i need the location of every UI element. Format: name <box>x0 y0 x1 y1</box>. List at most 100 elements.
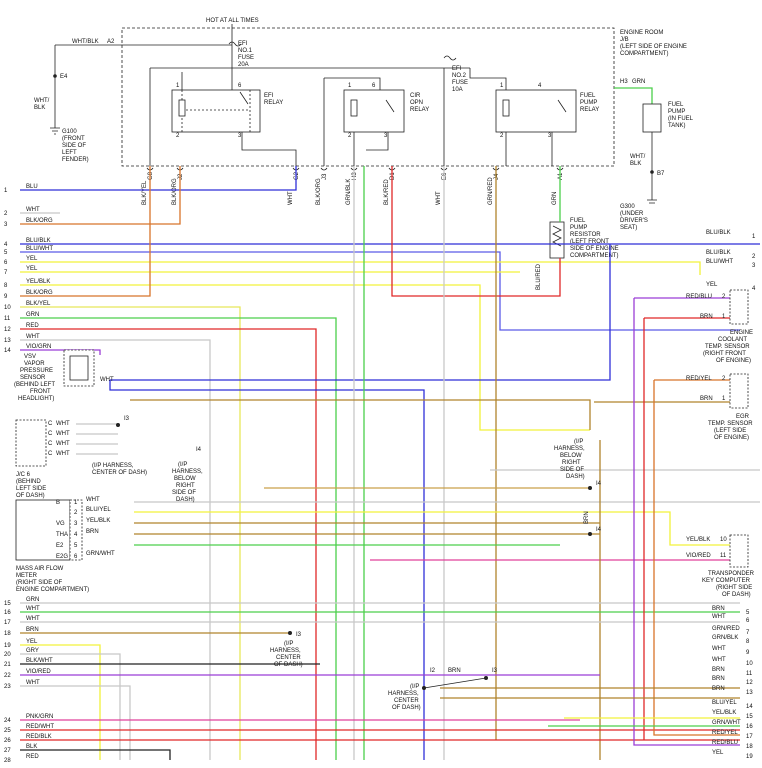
svg-text:PRESSURE: PRESSURE <box>20 368 53 374</box>
right-row-wire-label: BLU/YEL <box>712 700 737 706</box>
svg-text:(BEHIND: (BEHIND <box>16 479 41 485</box>
h3-label: H3 <box>620 79 628 85</box>
svg-text:BRN: BRN <box>700 314 713 320</box>
svg-text:(UNDER: (UNDER <box>620 211 644 217</box>
fuel-pump-wire <box>614 87 653 104</box>
left-row-wire-label: GRN <box>26 597 39 603</box>
connector-pin-icon <box>320 167 328 171</box>
right-row-wire-label: BRN <box>712 606 725 612</box>
svg-text:TANK): TANK) <box>668 123 686 129</box>
svg-text:2: 2 <box>722 376 726 382</box>
cir-relay-coil-icon <box>350 99 358 117</box>
left-row-wire-label: WHT <box>26 616 40 622</box>
svg-text:(IN FUEL: (IN FUEL <box>668 116 694 122</box>
wht-blk-label: WHT/BLK <box>72 39 99 45</box>
harness-right-label: (I/P HARNESS, BELOW RIGHT SIDE OF DASH) <box>172 462 203 503</box>
connector-h3: H3 <box>352 172 358 180</box>
jc6-pin: C <box>48 441 53 447</box>
right-row-wire-label: RED/BLU <box>712 740 738 746</box>
left-row-number: 20 <box>4 652 11 658</box>
left-row-wire-label: BLU/WHT <box>26 246 53 252</box>
left-row-number: 9 <box>4 294 8 300</box>
harness-center3-label: (I/P HARNESS, CENTER OF DASH) <box>388 684 421 711</box>
svg-text:ENGINE: ENGINE <box>730 330 753 336</box>
svg-text:EGR: EGR <box>736 414 750 420</box>
jc6-pin: C <box>48 451 53 457</box>
vsv-sensor-icon <box>69 355 89 381</box>
junction-block-frame <box>121 27 615 167</box>
right-row-wire-label: WHT <box>712 646 726 652</box>
efi2-fuse-label: EFI NO.2 FUSE 10A <box>452 66 468 93</box>
left-row-wire-label: VIO/RED <box>26 669 51 675</box>
right-row-number: 4 <box>752 286 756 292</box>
svg-text:(I/P: (I/P <box>574 439 583 445</box>
left-row-wire-label: BLK/YEL <box>26 301 51 307</box>
left-wire-rows: 1BLU2WHT3BLK/ORG4BLU/BLK5BLU/WHT6YEL7YEL… <box>4 184 53 354</box>
i4-label: I4 <box>196 447 202 453</box>
wire-blk-org-3 <box>20 166 181 225</box>
maf-wire-label: WHT <box>86 497 100 503</box>
svg-text:DASH): DASH) <box>176 497 195 503</box>
jb-connector-labels: G8BLK/YELJ2BLK/ORGG2WHTJ3BLK/ORGH3GRN/BL… <box>142 167 564 205</box>
maf-pin-number: 6 <box>74 554 78 560</box>
cir-relay-wires <box>323 77 389 166</box>
right-row-wire-label: WHT <box>712 614 726 620</box>
svg-text:11: 11 <box>720 553 727 559</box>
right-row-number: 12 <box>746 680 753 686</box>
svg-text:NO.2: NO.2 <box>452 73 467 79</box>
svg-text:(BEHIND LEFT: (BEHIND LEFT <box>14 382 55 388</box>
left-row-number: 8 <box>4 283 8 289</box>
svg-text:OF DASH): OF DASH) <box>722 592 751 598</box>
svg-text:VIO/RED: VIO/RED <box>686 553 711 559</box>
right-row-wire-label: WHT <box>712 657 726 663</box>
left-row-wire-label: RED <box>26 754 39 760</box>
connector-wire-label: WHT <box>288 191 294 205</box>
right-row-number: 18 <box>746 744 753 750</box>
g100-label: G100 (FRONT SIDE OF LEFT FENDER) <box>62 129 89 163</box>
g100-ground-icon <box>50 127 60 135</box>
svg-text:BLK: BLK <box>34 105 45 111</box>
svg-text:PUMP: PUMP <box>668 109 685 115</box>
cir-relay-label: CIR <box>410 93 421 99</box>
left-row-number: 23 <box>4 684 11 690</box>
svg-text:FRONT: FRONT <box>30 389 51 395</box>
right-row-number: 13 <box>746 690 753 696</box>
right-row-number: 15 <box>746 714 753 720</box>
left-row-number: 28 <box>4 758 11 764</box>
jc6-wire-label: WHT <box>56 431 70 437</box>
svg-text:2: 2 <box>500 133 504 139</box>
svg-text:DRIVER'S: DRIVER'S <box>620 218 648 224</box>
maf-pin-number: 3 <box>74 521 78 527</box>
right-row-number: 17 <box>746 734 753 740</box>
svg-text:COOLANT: COOLANT <box>718 337 747 343</box>
jc6-wire-label: WHT <box>56 441 70 447</box>
right-row-wire-label: GRN/RED <box>712 626 740 632</box>
svg-text:6: 6 <box>238 83 242 89</box>
connector-wire-label: GRN <box>552 192 558 205</box>
connector-j3: J3 <box>322 173 328 180</box>
i3-label: I3 <box>124 416 130 422</box>
e4-label: E4 <box>60 74 68 80</box>
jc6-box <box>15 419 47 467</box>
svg-text:SIDE OF: SIDE OF <box>172 490 196 496</box>
right-row-wire-label: BLU/BLK <box>706 250 731 256</box>
svg-text:FUEL: FUEL <box>570 218 586 224</box>
wire-runs <box>20 166 760 760</box>
left-row-number: 12 <box>4 327 11 333</box>
svg-text:1: 1 <box>500 83 504 89</box>
left-row-number: 18 <box>4 631 11 637</box>
svg-text:(RIGHT SIDE OF: (RIGHT SIDE OF <box>16 580 63 586</box>
left-row-number: 1 <box>4 188 8 194</box>
svg-text:YEL/BLK: YEL/BLK <box>686 537 710 543</box>
svg-text:4: 4 <box>538 83 542 89</box>
transponder-box <box>729 534 749 568</box>
left-row-number: 16 <box>4 610 11 616</box>
harness-center2-label: (I/P HARNESS, CENTER OF DASH) <box>270 641 303 668</box>
left-row-number: 7 <box>4 270 8 276</box>
maf-pin-name: VG <box>56 521 65 527</box>
svg-text:G100: G100 <box>62 129 77 135</box>
left-row-number: 2 <box>4 211 8 217</box>
svg-text:TEMP. SENSOR: TEMP. SENSOR <box>705 344 750 350</box>
svg-text:3: 3 <box>238 133 242 139</box>
